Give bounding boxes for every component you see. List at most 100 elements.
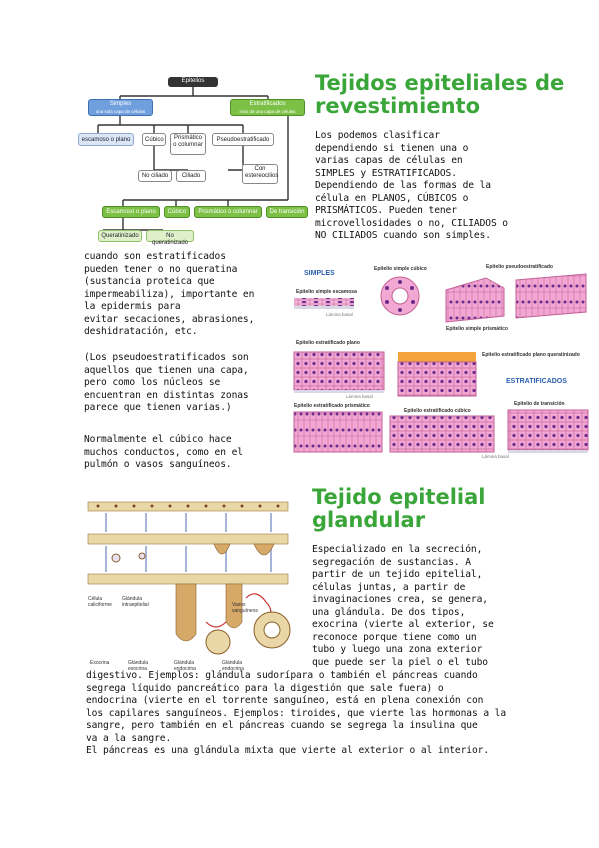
text-line: digestivo. Ejemplos: glándula sudorípara… bbox=[86, 670, 478, 681]
label-simple-cubico: Epitelio simple cúbico bbox=[374, 266, 427, 272]
text-line: reconoce porque tiene como un bbox=[312, 631, 477, 643]
text-line: exocrina (vierte al exterior, se bbox=[312, 619, 494, 630]
text-line: parece que tienen varias.) bbox=[84, 402, 232, 413]
text-line: célula en PLANOS, CÚBICOS o bbox=[315, 192, 469, 204]
text-line: deshidratación, etc. bbox=[84, 326, 198, 337]
gland-illustration bbox=[87, 501, 291, 655]
label-g-exocrina: Glándula exocrina bbox=[128, 660, 149, 672]
text-line: que puede ser la piel o el tubo bbox=[312, 656, 488, 668]
node-escamoso: escamoso o plano bbox=[78, 133, 134, 146]
label-caliciforme: Célula caliciforme bbox=[88, 596, 112, 608]
section1-title-line2: revestimiento bbox=[315, 94, 481, 118]
node-estratificados: Estratificados más de una capa de célula… bbox=[230, 99, 305, 116]
text-line: la epidermis para bbox=[84, 301, 181, 312]
text-line: dependiendo si tienen una o bbox=[315, 142, 469, 154]
label-estratificados: ESTRATIFICADOS bbox=[506, 378, 567, 385]
node-no-ciliado: No ciliado bbox=[138, 170, 172, 182]
text-line: Los podemos clasificar bbox=[315, 130, 440, 141]
node-simples-sub: una sola capa de células bbox=[95, 109, 146, 114]
text-line: Especializado en la secreción, bbox=[312, 544, 483, 555]
label-simples: SIMPLES bbox=[304, 270, 335, 277]
node-con-estereocilios: Con estereocilios bbox=[242, 164, 278, 184]
text-line: partir de un tejido epitelial, bbox=[312, 569, 483, 580]
node-e-prismatico: Prismático o columnar bbox=[194, 206, 262, 218]
text-line: Normalmente el cúbico hace bbox=[84, 434, 232, 445]
text-line: encuentran en distintas zonas bbox=[84, 389, 249, 401]
label-exocrina: Exocrina bbox=[90, 660, 110, 666]
text-line: los capilares sanguíneos. Ejemplos: tiro… bbox=[86, 707, 507, 719]
text-line: sangre, pero también en el páncreas cuan… bbox=[86, 720, 478, 731]
epithelium-types-figure: SIMPLES Epitelio simple cúbico Epitelio … bbox=[286, 260, 594, 460]
label-lamina-2: Lámina basal bbox=[346, 394, 373, 399]
node-cubico: Cúbico bbox=[142, 133, 166, 146]
glandular-paragraph-wide: digestivo. Ejemplos: glándula sudorípara… bbox=[86, 670, 596, 758]
label-intraepitelial: Glándula intraepitelial bbox=[122, 596, 149, 608]
concept-map: Epitelios Simples una sola capa de célul… bbox=[78, 70, 308, 250]
label-estrat-plano: Epitelio estratificado plano bbox=[296, 340, 360, 346]
text-line: (sustancia proteica que bbox=[84, 276, 215, 287]
text-line: PRISMÁTICOS. Pueden tener bbox=[315, 205, 457, 216]
text-line: SIMPLES y ESTRATIFICADOS. bbox=[315, 167, 457, 179]
text-line: segregación de sustancias. A bbox=[312, 556, 471, 568]
text-line: Dependiendo de las formas de la bbox=[315, 180, 491, 191]
label-transicion: Epitelio de transición bbox=[514, 401, 565, 407]
text-line: va a la sangre. bbox=[86, 732, 172, 744]
epithelium-illustrations bbox=[293, 273, 589, 453]
text-line: invaginaciones crea, se genera, bbox=[312, 594, 488, 605]
text-line: una glándula. De dos tipos, bbox=[312, 606, 466, 618]
text-line: cuando son estratificados bbox=[84, 251, 226, 262]
node-estratificados-sub: más de una capa de células bbox=[239, 109, 296, 114]
text-line: pueden tener o no queratina bbox=[84, 263, 238, 275]
section2-title-line1: Tejido epitelial bbox=[312, 485, 486, 509]
node-queratinizado: Queratinizado bbox=[98, 230, 142, 242]
text-line: pero como los núcleos se bbox=[84, 377, 221, 388]
text-line: (Los pseudoestratificados son bbox=[84, 352, 249, 363]
section2-title-line2: glandular bbox=[312, 508, 426, 532]
node-no-queratinizado: No queratinizado bbox=[146, 230, 194, 246]
node-e-transicion: De transición bbox=[266, 206, 308, 218]
label-simple-escamosa: Epitelio simple escamosa bbox=[296, 289, 357, 295]
node-prismatico: Prismático o columnar bbox=[170, 133, 206, 155]
node-e-escamoso: Escamoso o plano bbox=[102, 206, 160, 218]
text-line: microvellosidades o no, CILIADOS o bbox=[315, 217, 508, 229]
label-pseudo: Epitelio pseudoestratificado bbox=[486, 264, 553, 270]
text-line: muchos conductos, como en el bbox=[84, 446, 243, 458]
text-line: aquellos que tienen una capa, bbox=[84, 364, 249, 376]
glandular-paragraph-narrow: Especializado en la secreción,segregació… bbox=[312, 544, 594, 669]
section1-title: Tejidos epiteliales de revestimiento bbox=[315, 72, 595, 118]
node-e-cubico: Cúbico bbox=[164, 206, 190, 218]
label-estrat-prismatico: Epitelio estratificado prismático bbox=[294, 403, 370, 409]
label-lamina-1: Lámina basal bbox=[326, 312, 353, 317]
node-epitelios: Epitelios bbox=[168, 77, 218, 87]
label-simple-prismatico: Epitelio simple prismático bbox=[446, 326, 508, 332]
label-g-endocrina-1: Glándula endocrina bbox=[174, 660, 196, 672]
text-line: pulmón o vasos sanguíneos. bbox=[84, 459, 232, 470]
node-simples-label: Simples bbox=[109, 101, 132, 107]
text-line: El páncreas es una glándula mixta que vi… bbox=[86, 745, 489, 756]
label-lamina-3: Lámina basal bbox=[482, 454, 509, 459]
section1-title-line1: Tejidos epiteliales de bbox=[315, 71, 565, 95]
concept-map-connectors bbox=[97, 86, 289, 231]
text-line: NO CILIADOS cuando son simples. bbox=[315, 230, 491, 241]
text-line: varias capas de células en bbox=[315, 155, 463, 166]
text-line: tubo y luego una zona exterior bbox=[312, 644, 483, 655]
label-g-endocrina-2: Glándula endocrina bbox=[222, 660, 244, 672]
text-line: impermeabiliza), importante en bbox=[84, 288, 255, 300]
gland-figure: Célula caliciforme Glándula intraepiteli… bbox=[86, 498, 296, 672]
node-ciliado: Ciliado bbox=[176, 170, 206, 182]
text-line: segrega líquido pancreático para la dige… bbox=[86, 682, 444, 694]
section2-title: Tejido epitelial glandular bbox=[312, 486, 592, 532]
label-estrat-plano-queratinizado: Epitelio estratificado plano queratiniza… bbox=[482, 352, 580, 358]
node-estratificados-label: Estratificados bbox=[249, 101, 286, 107]
node-pseudo: Pseudoestratificado bbox=[212, 133, 274, 146]
label-vasos: Vasos sanguíneos bbox=[232, 602, 258, 614]
text-line: endocrina (vierte en el torrente sanguín… bbox=[86, 695, 484, 706]
label-estrat-cubico: Epitelio estratificado cúbico bbox=[404, 408, 471, 414]
text-line: células juntas, a partir de bbox=[312, 581, 466, 593]
node-simples: Simples una sola capa de células bbox=[88, 99, 153, 116]
text-line: evitar secaciones, abrasiones, bbox=[84, 313, 255, 325]
